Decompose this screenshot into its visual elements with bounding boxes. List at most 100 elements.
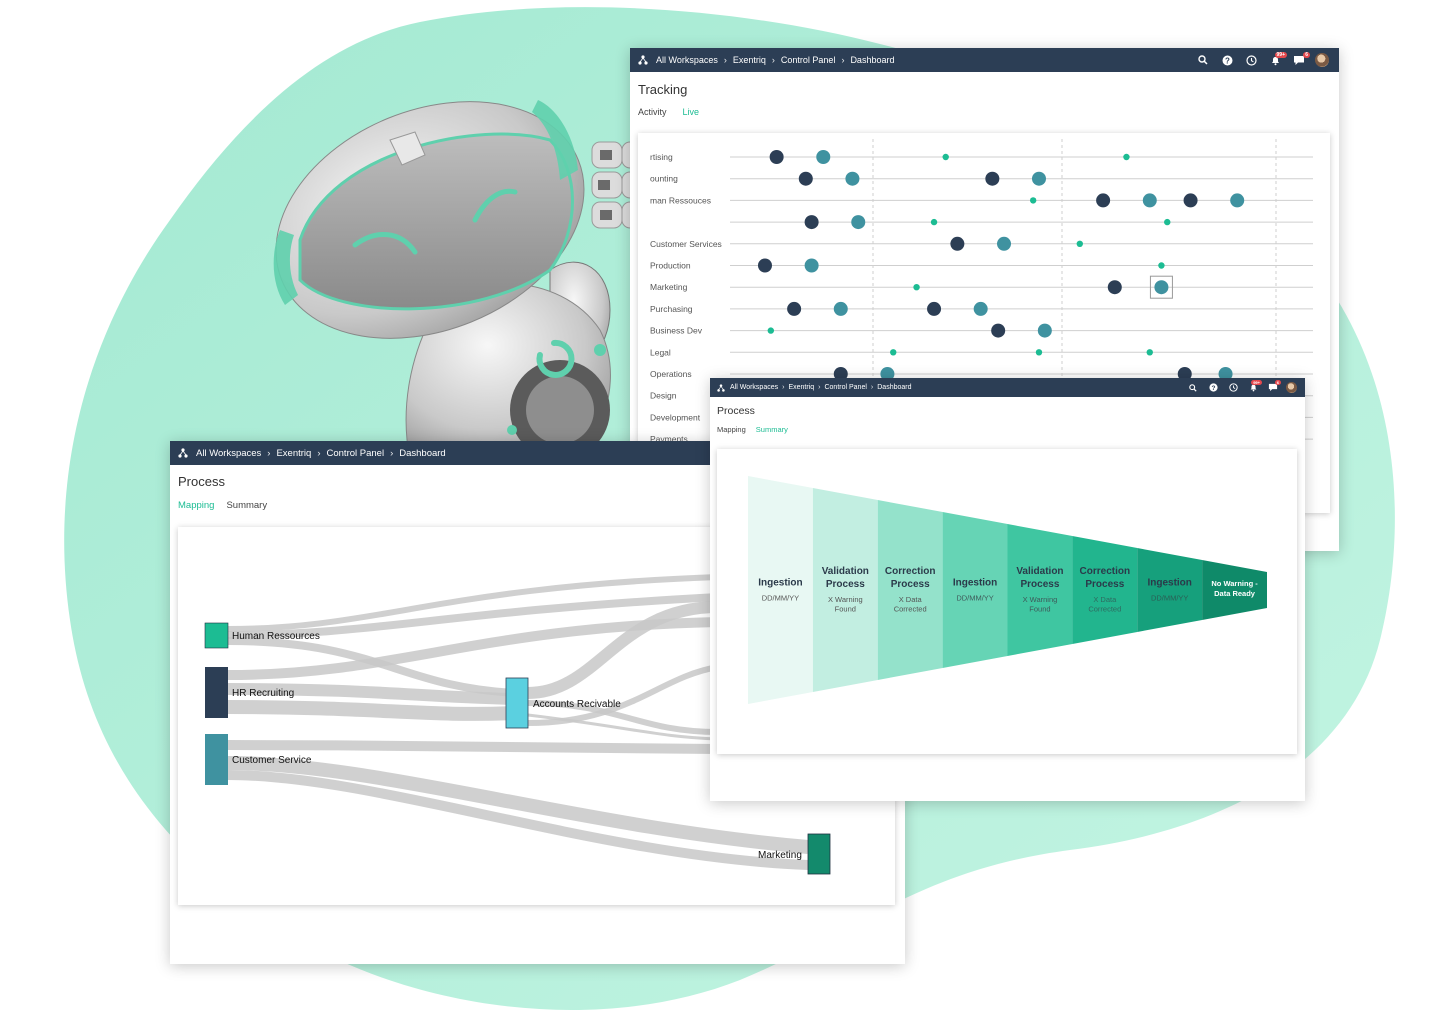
breadcrumb-item-workspaces[interactable]: All Workspaces: [730, 384, 779, 391]
breadcrumb-item-dashboard[interactable]: Dashboard: [850, 55, 895, 65]
timeline-event-dot[interactable]: [1037, 323, 1052, 338]
node-human-ressources[interactable]: [204, 622, 229, 649]
avatar[interactable]: [1286, 382, 1297, 393]
node-accounts-recivable[interactable]: [505, 677, 529, 729]
timeline-row-label: Marketing: [650, 282, 688, 292]
timeline-event-dot[interactable]: [880, 367, 895, 381]
timeline-event-dot[interactable]: [804, 258, 819, 273]
funnel-stage[interactable]: [942, 512, 1008, 668]
timeline-event-dot[interactable]: [851, 215, 866, 230]
funnel-stage[interactable]: [1007, 524, 1073, 656]
node-label-customer-service: Customer Service: [232, 755, 312, 766]
tab-live[interactable]: Live: [682, 107, 700, 117]
timeline-event-dot[interactable]: [1096, 193, 1111, 208]
timeline-event-dot[interactable]: [1230, 193, 1245, 208]
timeline-event-dot[interactable]: [985, 171, 1000, 186]
breadcrumb-item-exentriq[interactable]: Exentriq: [732, 55, 766, 65]
timeline-event-dot[interactable]: [1142, 193, 1157, 208]
funnel-stage-subtitle: Found: [835, 605, 856, 614]
tab-summary[interactable]: Summary: [755, 425, 788, 434]
breadcrumb-item-control-panel[interactable]: Control Panel: [326, 447, 385, 459]
clock-icon[interactable]: [1239, 54, 1263, 66]
timeline-row-label: Payments: [650, 434, 688, 444]
flow-link: [527, 700, 719, 735]
timeline-event-dot[interactable]: [997, 236, 1012, 251]
timeline-event-dot[interactable]: [845, 171, 860, 186]
timeline-event-dot[interactable]: [833, 301, 848, 316]
funnel-stage[interactable]: [1072, 536, 1138, 644]
workspaces-icon[interactable]: [638, 55, 648, 65]
timeline-event-dot[interactable]: [1183, 193, 1198, 208]
breadcrumb-item-control-panel[interactable]: Control Panel: [780, 55, 836, 65]
chat-icon[interactable]: 6: [1287, 51, 1311, 66]
timeline-row-label: ounting: [650, 174, 678, 184]
avatar[interactable]: [1315, 53, 1329, 67]
breadcrumb-item-exentriq[interactable]: Exentriq: [788, 384, 815, 391]
timeline-event-dot[interactable]: [1177, 367, 1192, 381]
tab-summary[interactable]: Summary: [226, 500, 268, 511]
node-label-accounts-recivable: Accounts Recivable: [533, 699, 621, 710]
timeline-event-dot[interactable]: [1031, 171, 1046, 186]
timeline-event-dot[interactable]: [913, 284, 920, 291]
breadcrumb-item-control-panel[interactable]: Control Panel: [824, 384, 867, 391]
timeline-event-dot[interactable]: [798, 171, 813, 186]
help-icon[interactable]: ?: [1215, 55, 1239, 66]
bell-icon[interactable]: 99+: [1263, 51, 1287, 66]
node-hr-recruiting[interactable]: [205, 667, 228, 718]
timeline-event-dot[interactable]: [1076, 240, 1083, 247]
help-icon[interactable]: ?: [1203, 383, 1223, 392]
timeline-event-dot[interactable]: [787, 301, 802, 316]
funnel-stage-title: Data Ready: [1214, 589, 1256, 598]
timeline-event-dot[interactable]: [769, 150, 784, 164]
timeline-event-dot[interactable]: [804, 215, 819, 230]
funnel-stage-subtitle: DD/MM/YY: [1151, 593, 1189, 602]
bell-icon[interactable]: 99+: [1243, 380, 1263, 392]
workspaces-icon[interactable]: [178, 448, 188, 458]
search-icon[interactable]: [1183, 383, 1203, 392]
breadcrumb-item-dashboard[interactable]: Dashboard: [877, 384, 912, 391]
breadcrumb: All Workspaces › Exentriq › Control Pane…: [170, 448, 446, 459]
timeline-event-dot[interactable]: [927, 301, 942, 316]
timeline-event-dot[interactable]: [757, 258, 772, 273]
tab-mapping[interactable]: Mapping: [178, 500, 215, 511]
funnel-stage[interactable]: [812, 488, 878, 692]
funnel-stage[interactable]: [1137, 548, 1203, 632]
timeline-event-dot[interactable]: [1146, 349, 1153, 356]
funnel-stage[interactable]: [748, 476, 813, 704]
timeline-event-dot[interactable]: [1164, 218, 1171, 226]
timeline-event-dot[interactable]: [1029, 197, 1037, 204]
timeline-event-dot[interactable]: [833, 367, 848, 381]
search-icon[interactable]: [1191, 55, 1215, 65]
timeline-event-dot[interactable]: [1035, 349, 1043, 356]
funnel-stage-subtitle: X Data: [1093, 595, 1117, 604]
clock-icon[interactable]: [1223, 383, 1243, 392]
timeline-event-dot[interactable]: [942, 153, 949, 161]
tab-activity[interactable]: Activity: [638, 107, 667, 117]
node-marketing[interactable]: [807, 833, 831, 875]
timeline-event-dot[interactable]: [950, 236, 965, 251]
flow-link: [227, 574, 719, 632]
timeline-event-dot[interactable]: [1158, 262, 1165, 269]
funnel-stage[interactable]: [1202, 560, 1267, 620]
workspaces-icon[interactable]: [717, 383, 725, 392]
timeline-event-dot[interactable]: [890, 349, 897, 356]
breadcrumb-item-workspaces[interactable]: All Workspaces: [656, 55, 718, 65]
chat-icon[interactable]: 6: [1263, 380, 1283, 392]
breadcrumb-item-workspaces[interactable]: All Workspaces: [196, 447, 262, 459]
timeline-event-dot[interactable]: [1154, 280, 1169, 295]
timeline-event-dot[interactable]: [1123, 153, 1130, 161]
timeline-event-dot[interactable]: [930, 218, 938, 226]
tab-mapping[interactable]: Mapping: [717, 425, 746, 434]
funnel-stage[interactable]: [877, 500, 943, 680]
timeline-event-dot[interactable]: [816, 150, 831, 164]
timeline-event-dot[interactable]: [973, 301, 988, 316]
timeline-event-dot[interactable]: [767, 327, 775, 334]
timeline-event-dot[interactable]: [991, 323, 1006, 338]
timeline-event-dot[interactable]: [1107, 280, 1122, 295]
chevron-right-icon: ›: [723, 55, 727, 65]
node-label-human-ressources: Human Ressources: [232, 631, 320, 642]
node-customer-service[interactable]: [205, 734, 228, 785]
timeline-event-dot[interactable]: [1218, 367, 1233, 381]
breadcrumb-item-exentriq[interactable]: Exentriq: [276, 447, 312, 459]
breadcrumb-item-dashboard[interactable]: Dashboard: [399, 447, 446, 459]
